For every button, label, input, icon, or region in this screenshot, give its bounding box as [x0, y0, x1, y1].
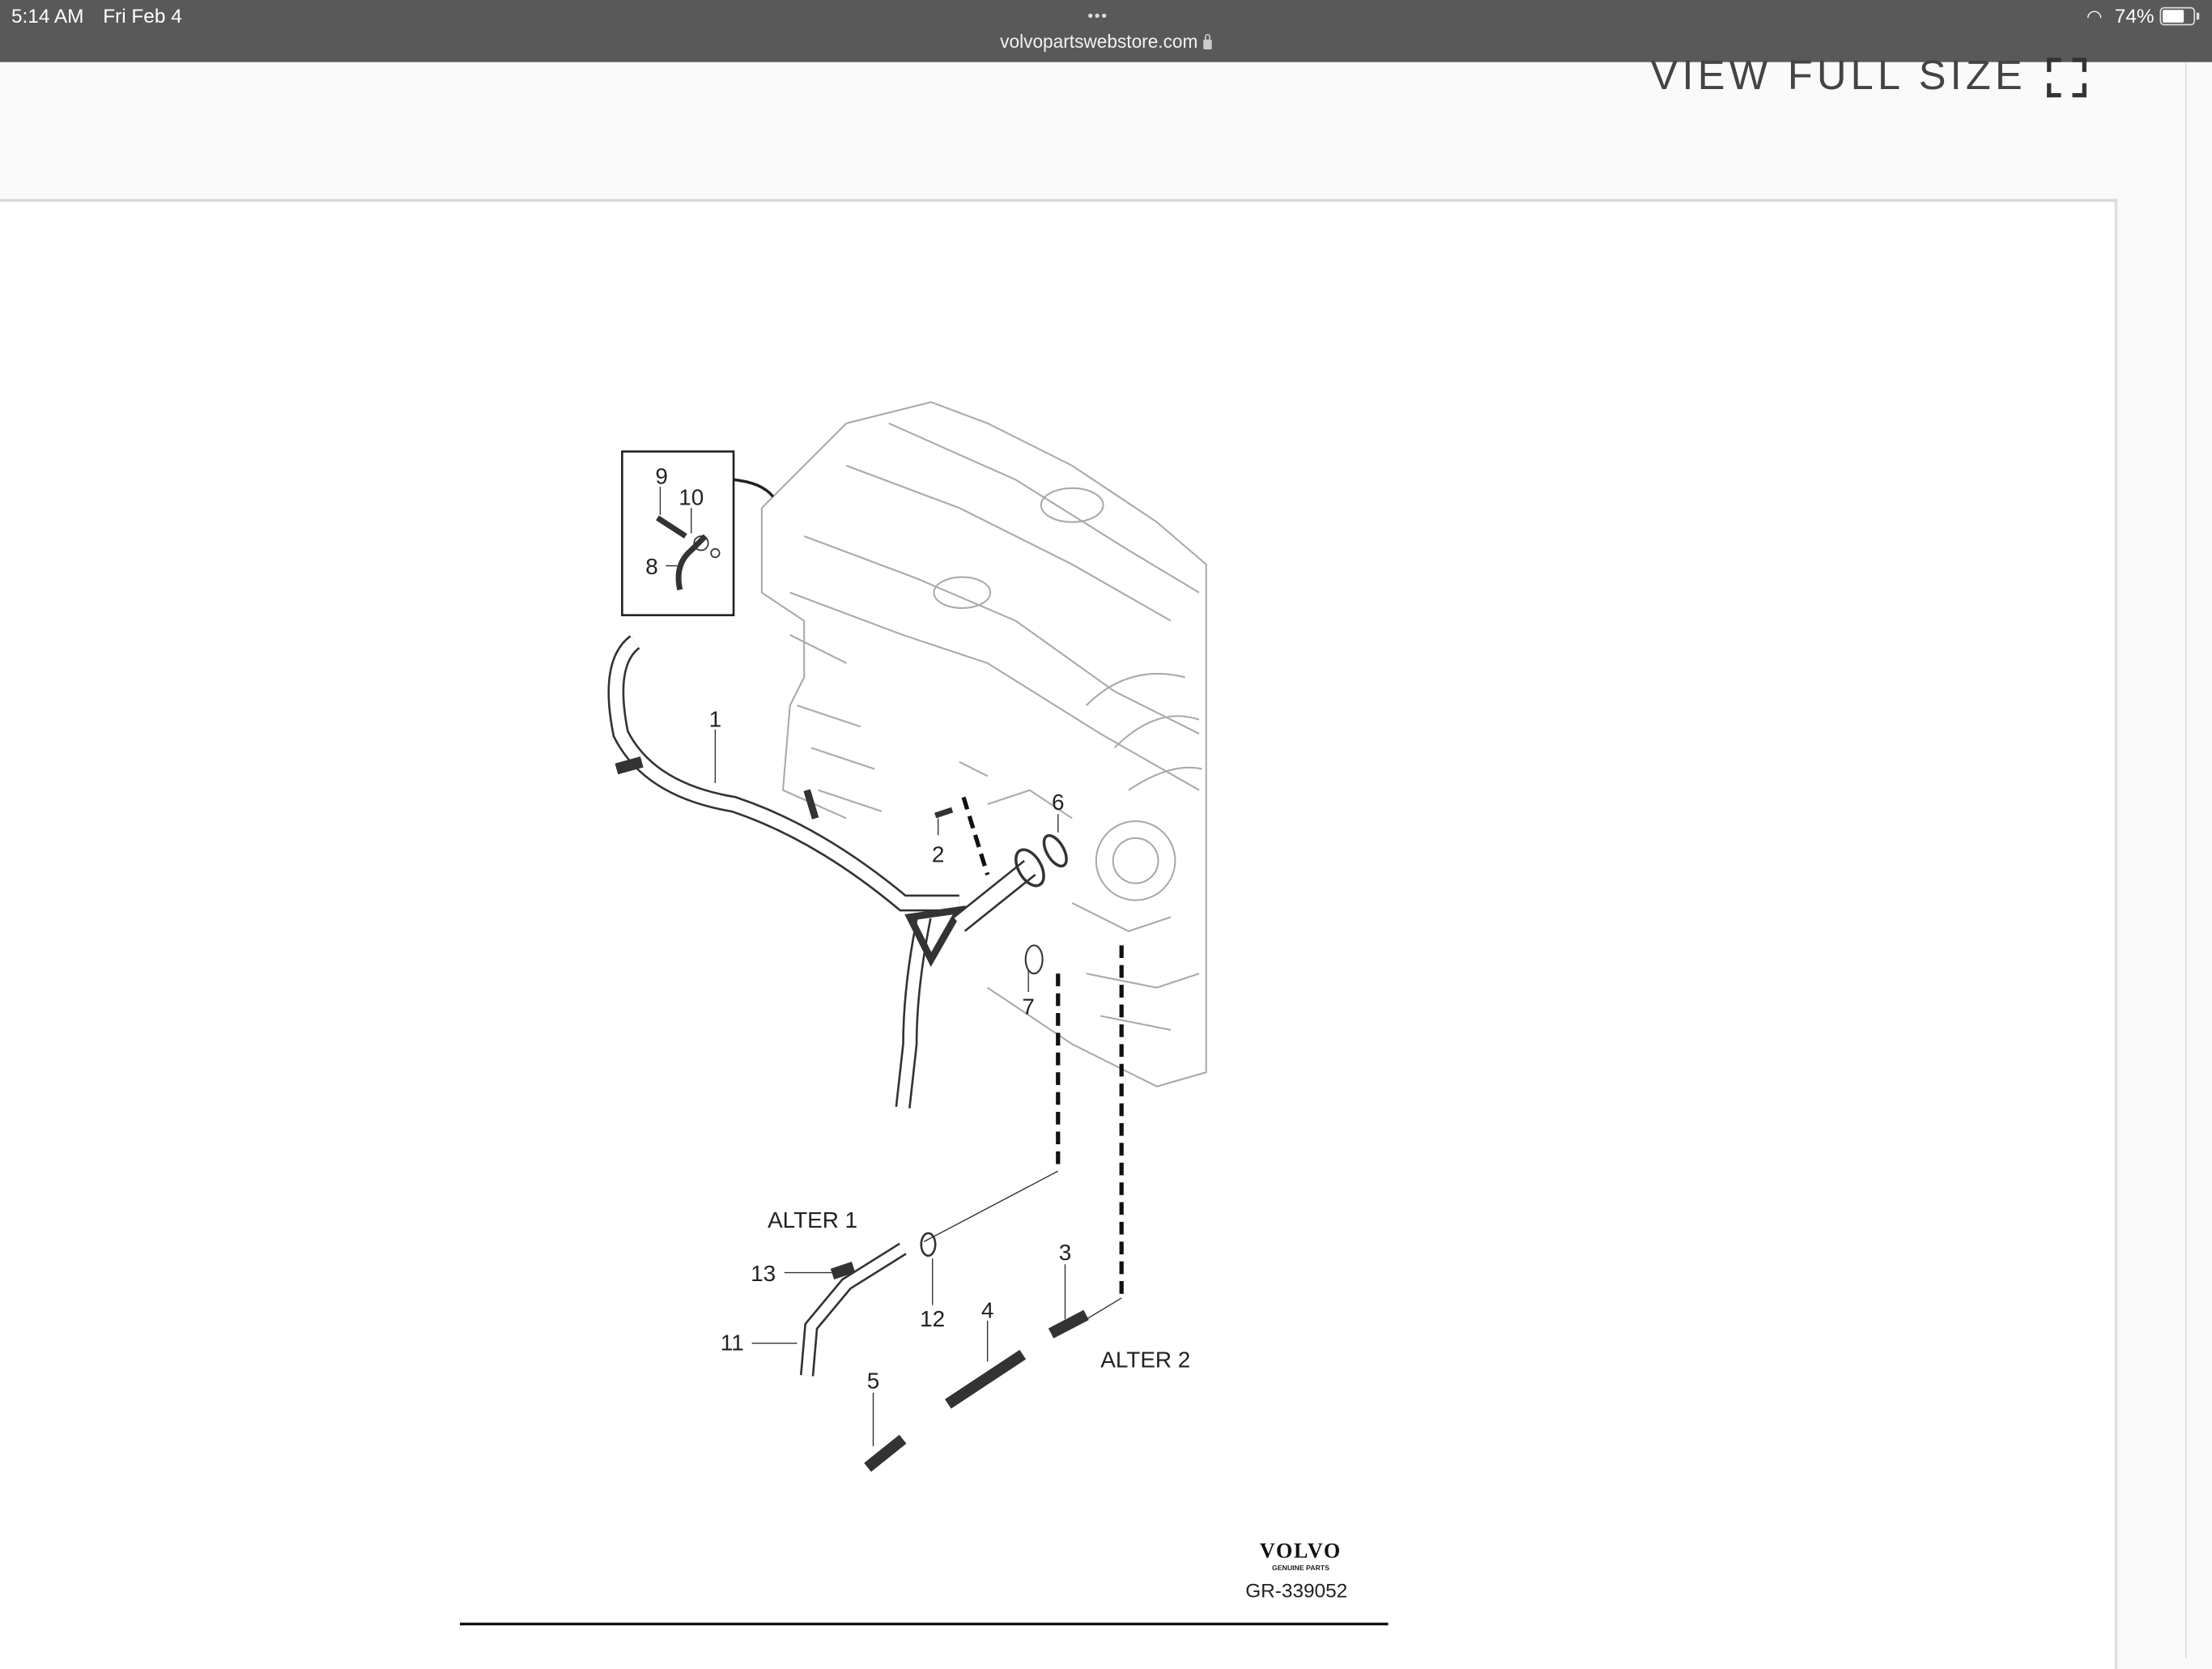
- url-text: volvopartswebstore.com: [1000, 31, 1198, 53]
- callout-10: 10: [678, 485, 704, 510]
- wifi-icon: ◠: [2086, 5, 2103, 28]
- callout-2: 2: [932, 842, 945, 867]
- callout-7: 7: [1022, 994, 1035, 1020]
- logo-brand: VOLVO: [1260, 1539, 1342, 1563]
- address-bar[interactable]: volvopartswebstore.com: [0, 31, 2212, 52]
- view-full-size-button[interactable]: VIEW FULL SIZE: [1651, 53, 2087, 100]
- engine-block-drawing: [760, 401, 1207, 1088]
- callout-11: 11: [721, 1330, 744, 1355]
- callout-13: 13: [751, 1261, 776, 1286]
- alter-2-label: ALTER 2: [1100, 1347, 1190, 1372]
- expand-icon: [2046, 57, 2087, 97]
- callout-12: 12: [920, 1306, 945, 1331]
- callout-5: 5: [867, 1368, 880, 1393]
- battery-percent: 74%: [2114, 4, 2155, 28]
- alter-1-label: ALTER 1: [768, 1207, 857, 1233]
- logo-subtitle: GENUINE PARTS: [1272, 1564, 1329, 1572]
- leader-lines: [714, 729, 1122, 1446]
- callout-numbers: 1 2 3 4 5 6 7 8 9 10 11 12 13 ALTER 1 AL…: [645, 464, 1190, 1394]
- battery-fill: [2163, 10, 2184, 23]
- callout-9: 9: [655, 464, 668, 489]
- coolant-pipe-drawing: [607, 635, 1068, 1109]
- view-full-size-label: VIEW FULL SIZE: [1650, 53, 2027, 99]
- lock-icon: [1203, 33, 1212, 49]
- callout-3: 3: [1059, 1240, 1072, 1265]
- multitasking-dots-icon[interactable]: •••: [1087, 8, 1108, 26]
- callout-1: 1: [709, 706, 722, 731]
- battery-icon: [2159, 6, 2200, 26]
- volvo-logo: VOLVO GENUINE PARTS: [1260, 1539, 1342, 1573]
- dashed-leader-lines: [961, 796, 1124, 1298]
- callout-4: 4: [981, 1297, 994, 1322]
- detail-inset: [621, 450, 775, 616]
- status-bar: 5:14 AM Fri Feb 4 ••• volvopartswebstore…: [0, 0, 2212, 62]
- status-time: 5:14 AM: [11, 4, 84, 28]
- status-date: Fri Feb 4: [103, 4, 182, 28]
- diagram-id: GR-339052: [1245, 1580, 1347, 1602]
- alternative-parts-drawing: [799, 1232, 1089, 1472]
- callout-8: 8: [645, 554, 657, 579]
- callout-6: 6: [1052, 790, 1065, 815]
- scrollbar-track[interactable]: [2184, 62, 2187, 1658]
